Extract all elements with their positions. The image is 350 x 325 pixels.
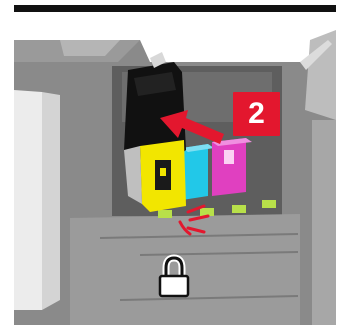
toner-slots	[182, 138, 252, 200]
step-number-badge: 2	[233, 92, 280, 136]
header-bar	[14, 5, 336, 12]
